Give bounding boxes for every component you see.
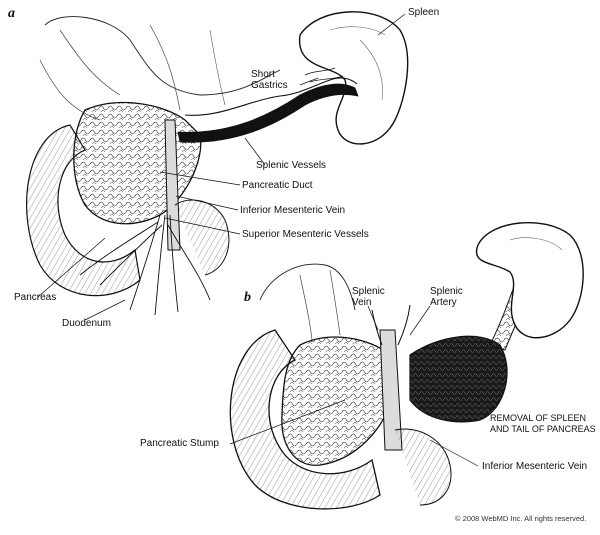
removed-tail-b [409,335,508,423]
duodenum-b [229,329,381,510]
label-removal-line1: REMOVAL OF SPLEEN [490,413,587,423]
duodenum-a [26,124,141,297]
label-splenic-vein-line2: Vein [352,297,372,308]
splenic-vessels-a [177,83,359,143]
spleen-b [475,222,584,339]
label-inferior-mesenteric-vein-b: Inferior Mesenteric Vein [482,461,588,472]
label-splenic-artery-line2: Artery [430,297,457,308]
portal-vein-a [164,119,181,251]
label-pancreatic-duct: Pancreatic Duct [242,180,313,191]
spleen-a [299,11,409,145]
label-spleen-a: Spleen [408,7,440,18]
stomach-outline-b [259,263,356,311]
panel-label-a: a [8,6,15,21]
panel-a-drawing [26,11,409,321]
label-removal-line2: AND TAIL OF PANCREAS [490,424,596,434]
pancreatic-stump-b [281,336,396,466]
label-splenic-vessels: Splenic Vessels [256,160,327,171]
label-splenic-artery-line1: Splenic [430,286,463,297]
label-short-gastrics-line1: Short [251,69,275,80]
short-gastrics-a [184,77,358,116]
label-duodenum: Duodenum [62,318,111,329]
stomach-outline-a [44,16,281,96]
panel-label-b: b [244,290,251,305]
label-inferior-mesenteric-vein-a: Inferior Mesenteric Vein [240,205,346,216]
label-superior-mesenteric-vessels: Superior Mesenteric Vessels [242,229,369,240]
copyright-notice: © 2008 WebMD Inc. All rights reserved. [455,514,587,523]
label-pancreatic-stump: Pancreatic Stump [140,438,219,449]
mesenteric-vessels-a [79,214,211,316]
panel-b-drawing [229,222,584,510]
label-pancreas: Pancreas [14,292,57,303]
label-splenic-vein-line1: Splenic [352,286,385,297]
label-short-gastrics-line2: Gastrics [251,80,288,91]
